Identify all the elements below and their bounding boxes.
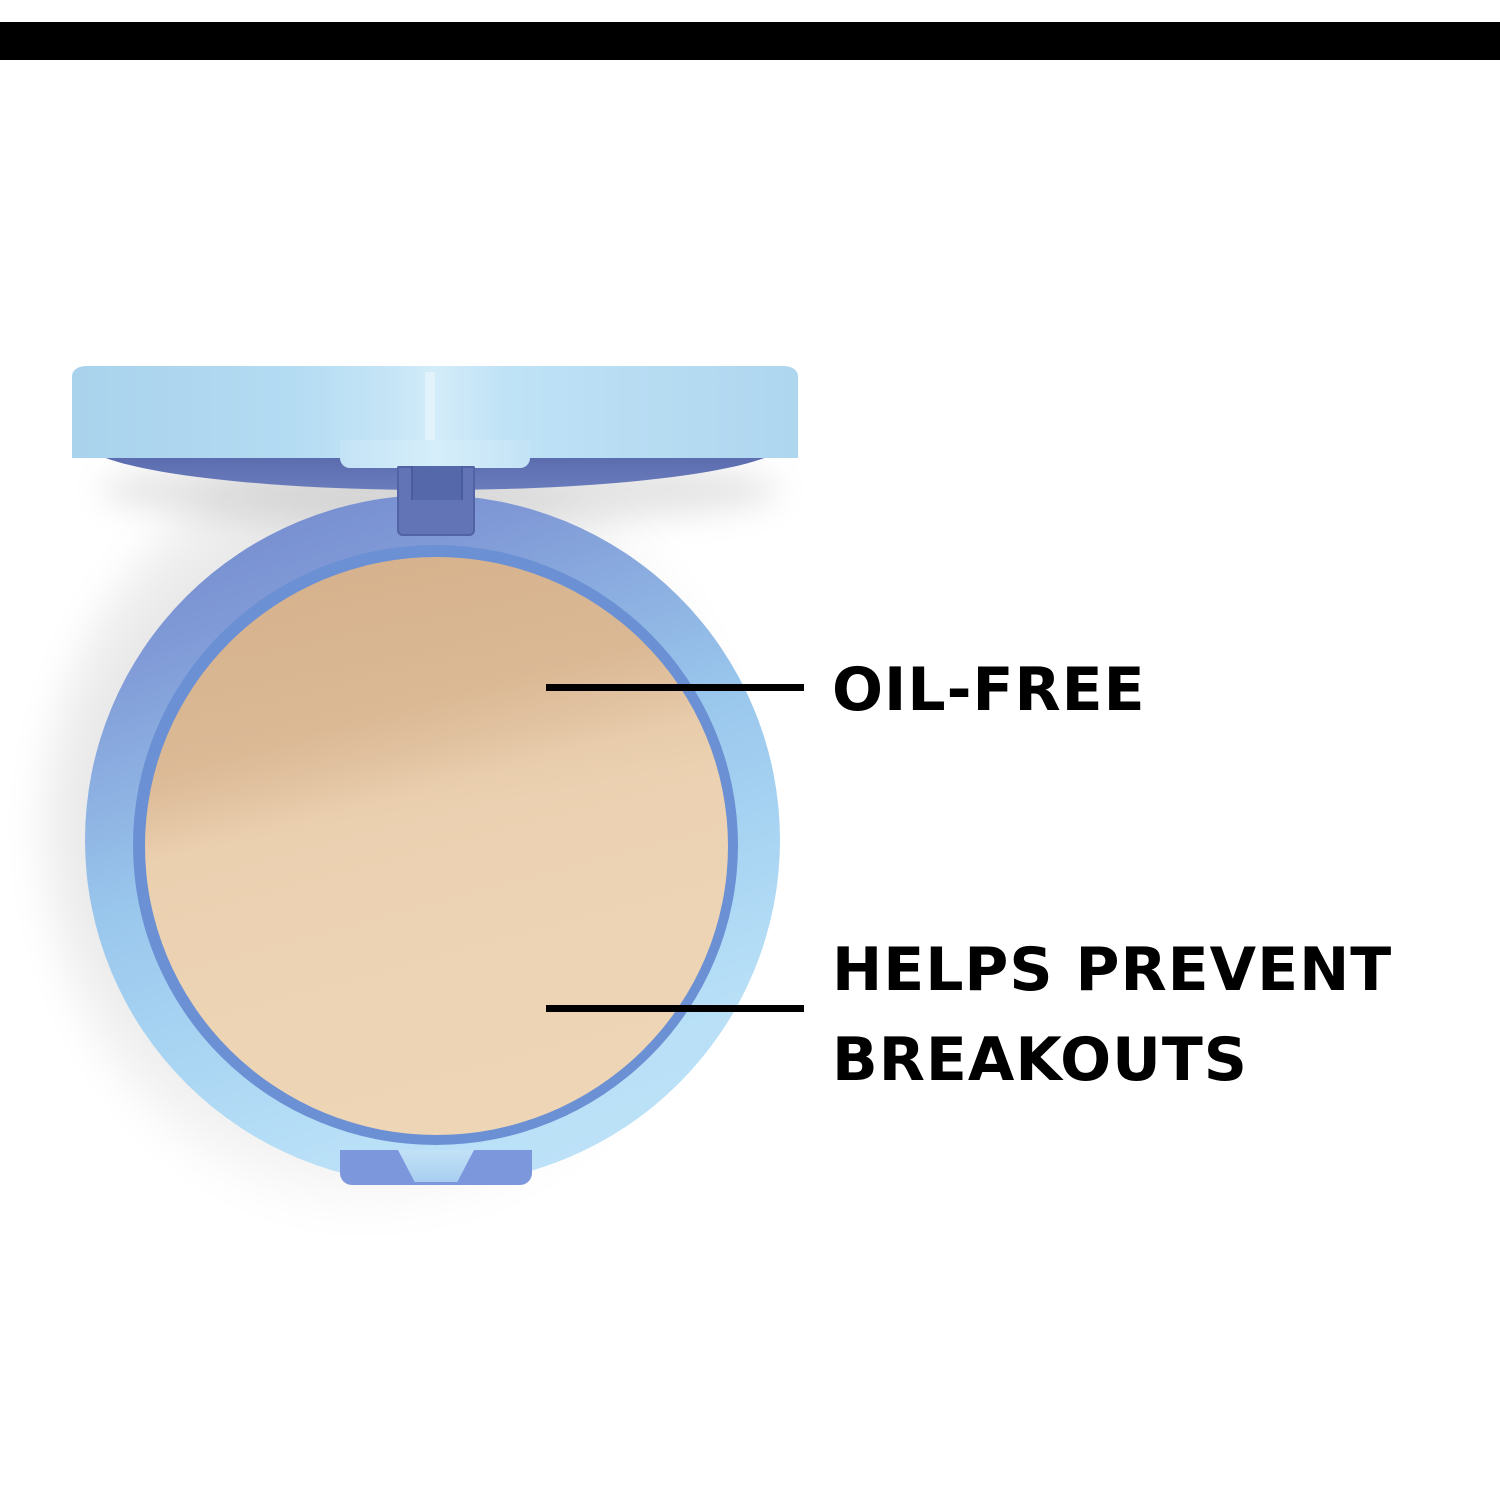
claim-line-1: HELPS PREVENT	[832, 935, 1393, 1005]
claim-helps-prevent-breakouts: HELPS PREVENT BREAKOUTS	[832, 925, 1392, 1105]
claim-oil-free-text: OIL-FREE	[832, 655, 1146, 725]
claim-line-2: BREAKOUTS	[832, 1025, 1249, 1095]
lid-highlight	[425, 372, 435, 442]
powder-pan	[145, 557, 728, 1135]
claim-oil-free: OIL-FREE	[832, 645, 1146, 735]
top-bar	[0, 22, 1500, 60]
lid-tab	[340, 440, 530, 468]
notch-dip	[398, 1150, 474, 1182]
powder-pan-shadow	[145, 557, 728, 1135]
opening-notch	[340, 1150, 532, 1185]
compact-hinge	[397, 466, 475, 536]
powder-compact-image	[40, 366, 798, 1230]
callout-line-breakouts	[546, 1005, 804, 1012]
callout-line-oil-free	[546, 684, 804, 691]
hinge-slot	[411, 466, 463, 500]
